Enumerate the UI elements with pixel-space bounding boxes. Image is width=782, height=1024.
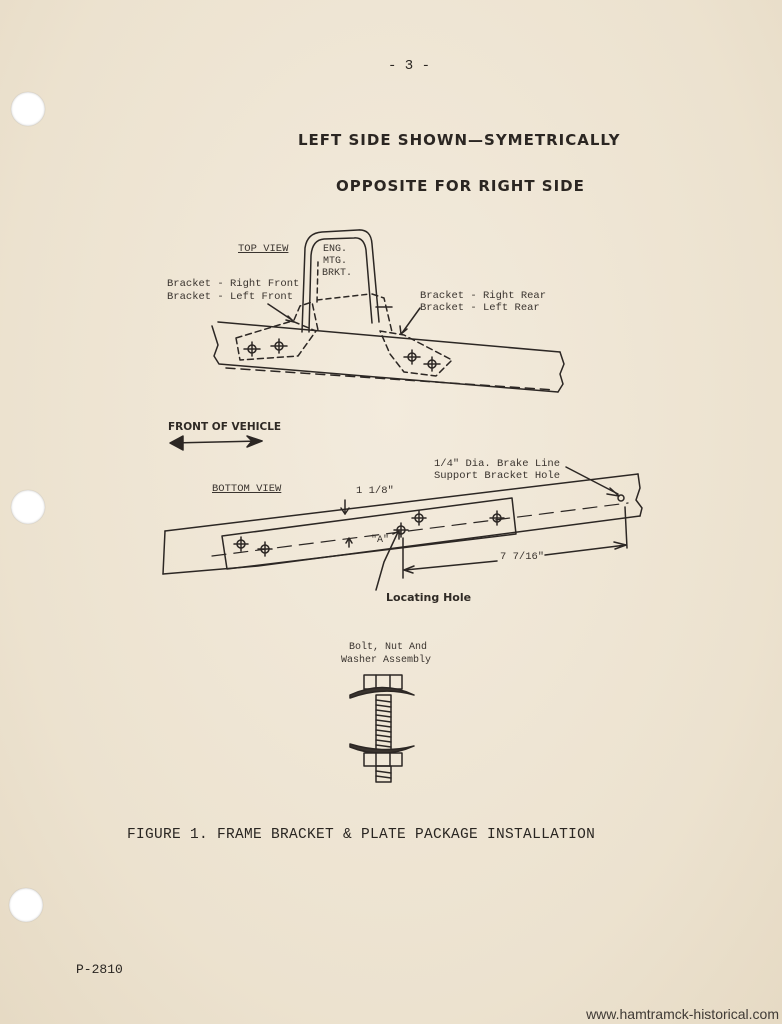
- rear-bracket-holes: [403, 349, 441, 372]
- page-number: - 3 -: [388, 58, 431, 74]
- rear-leader-arrow: [399, 325, 408, 335]
- dimension-7-7-16-line: [402, 506, 628, 579]
- bolt-assembly: [349, 674, 415, 783]
- plate-holes: [233, 510, 505, 557]
- bracket-label-line-3: BRKT.: [322, 268, 353, 279]
- front-bracket-leader: [267, 303, 293, 321]
- rear-bracket-label-2: Bracket - Left Rear: [420, 302, 540, 314]
- dimension-a-label: "A": [371, 535, 390, 546]
- figure-caption: FIGURE 1. FRAME BRACKET & PLATE PACKAGE …: [127, 827, 596, 843]
- front-bracket-outline: [235, 301, 319, 361]
- front-leader-arrow: [285, 315, 295, 323]
- bracket-label-line-1: ENG.: [323, 244, 348, 255]
- dimension-width-label: 1 1/8": [356, 485, 394, 497]
- rear-bracket-leader: [401, 307, 421, 334]
- front-bracket-holes: [243, 338, 288, 357]
- rear-bracket-label-1: Bracket - Right Rear: [420, 290, 547, 302]
- top-view-label: TOP VIEW: [238, 243, 289, 255]
- brake-line-note-1: 1/4" Dia. Brake Line: [434, 458, 561, 470]
- rear-bracket-outline: [371, 293, 453, 377]
- locating-hole-leader: [375, 531, 399, 591]
- top-view-frame-rail: [211, 321, 565, 393]
- engine-mount-bracket: [301, 229, 380, 333]
- bottom-view-label: BOTTOM VIEW: [212, 483, 282, 495]
- bolt-label-1: Bolt, Nut And: [349, 642, 428, 653]
- front-bracket-label-2: Bracket - Left Front: [167, 291, 294, 303]
- document-code: P-2810: [76, 962, 123, 977]
- brake-line-hole: [565, 466, 625, 502]
- heading-line-1: LEFT SIDE SHOWN—SYMETRICALLY: [298, 131, 621, 149]
- plate-center-line: [211, 502, 629, 557]
- bracket-label-line-2: MTG.: [323, 256, 348, 267]
- front-bracket-label-1: Bracket - Right Front: [167, 278, 300, 290]
- binder-hole-top: [11, 92, 45, 126]
- binder-hole-bottom: [9, 888, 43, 922]
- mounting-plate: [221, 497, 517, 570]
- watermark-url: www.hamtramck-historical.com: [586, 1006, 779, 1022]
- bolt-label-2: Washer Assembly: [341, 655, 432, 666]
- locating-hole-label: Locating Hole: [386, 591, 472, 604]
- dimension-length-label: 7 7/16": [500, 551, 545, 563]
- brake-line-note-2: Support Bracket Hole: [434, 470, 561, 482]
- binder-hole-middle: [11, 490, 45, 524]
- front-of-vehicle-arrow: [169, 435, 263, 451]
- front-of-vehicle-label: FRONT OF VEHICLE: [168, 421, 282, 433]
- heading-line-2: OPPOSITE FOR RIGHT SIDE: [336, 177, 585, 195]
